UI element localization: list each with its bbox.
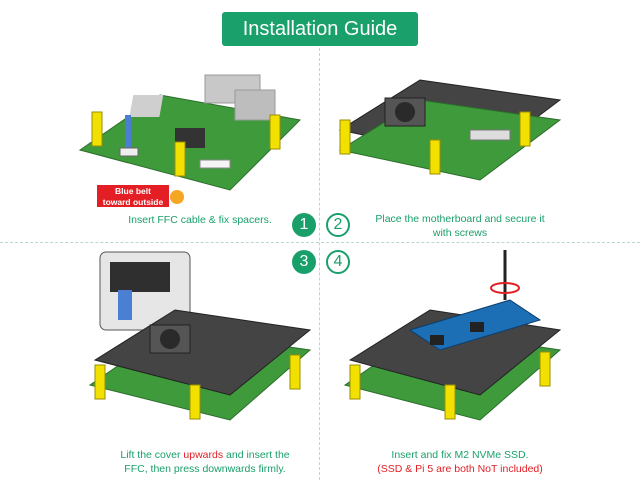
step2-illustration [338, 79, 562, 181]
step3-illustration [88, 251, 312, 421]
step2-caption-line1: Place the motherboard and secure it [375, 213, 545, 225]
step2-caption-line2: with screws [432, 227, 488, 239]
step1-illustration [78, 74, 302, 191]
step3-caption-emphasis: upwards [183, 449, 224, 461]
step2-caption: Place the motherboard and secure it with… [360, 212, 560, 240]
step3-badge: 3 [292, 250, 316, 274]
step3-caption-a: Lift the cover [120, 449, 184, 461]
warning-line2: toward outside [102, 197, 164, 207]
step3-caption-line2: FFC, then press downwards firmly. [124, 463, 286, 475]
warning-line1: Blue belt [115, 186, 151, 196]
bell-icon [170, 190, 184, 204]
horizontal-divider [0, 242, 640, 243]
step4-illustration [343, 250, 562, 421]
step4-caption-line2: (SSD & Pi 5 are both NoT included) [377, 463, 543, 475]
step4-caption-line1: Insert and fix M2 NVMe SSD. [391, 449, 529, 461]
step2-badge: 2 [326, 213, 350, 237]
vertical-divider [319, 48, 320, 480]
step4-badge: 4 [326, 250, 350, 274]
step3-caption-line1: Lift the cover upwards and insert the [100, 448, 310, 462]
step3-caption: Lift the cover upwards and insert the FF… [100, 448, 310, 476]
step4-caption: Insert and fix M2 NVMe SSD. (SSD & Pi 5 … [350, 448, 570, 476]
page-title: Installation Guide [222, 12, 418, 46]
warning-label: Blue belt toward outside [96, 184, 170, 208]
step1-badge: 1 [292, 213, 316, 237]
step3-caption-c: and insert the [223, 449, 290, 461]
step1-caption: Insert FFC cable & fix spacers. [128, 214, 272, 226]
